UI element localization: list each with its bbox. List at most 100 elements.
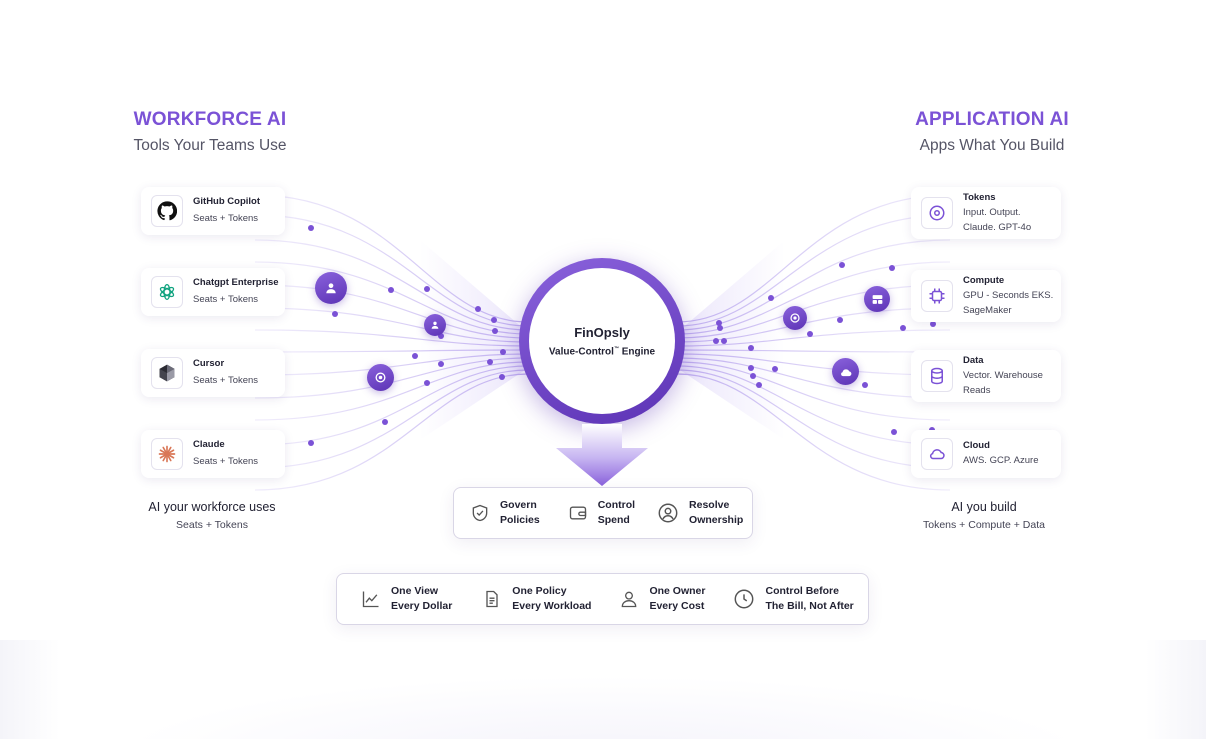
workforce-footer-subtitle: Seats + Tokens <box>176 519 248 531</box>
application-footer: AI you build Tokens + Compute + Data <box>884 500 1084 531</box>
flow-dot <box>492 328 498 334</box>
flow-dot <box>713 338 719 344</box>
user-circle-icon <box>658 503 678 523</box>
connection-line <box>254 369 529 469</box>
card-title: Compute <box>963 274 1005 286</box>
card-compute[interactable]: Compute GPU - Seconds EKS. SageMaker <box>911 270 1061 322</box>
benefit-line-2: Every Workload <box>512 600 592 612</box>
flow-dot <box>750 373 756 379</box>
flow-dot <box>930 321 936 327</box>
flow-dot <box>308 225 314 231</box>
flow-dot <box>438 361 444 367</box>
shield-check-icon <box>472 504 488 522</box>
connection-line <box>676 239 951 331</box>
connection-line <box>254 194 529 323</box>
wallet-icon <box>569 506 586 520</box>
benefit-line-1: Control Before <box>765 585 839 597</box>
user-bubble-icon <box>315 272 347 304</box>
flow-dot <box>891 429 897 435</box>
card-detail-1: AWS. GCP. Azure <box>963 455 1039 466</box>
engine-subtitle-suffix: Engine <box>618 346 656 358</box>
background-corner-right <box>1146 640 1206 739</box>
application-subtitle: Apps What You Build <box>919 137 1065 154</box>
cursor-icon <box>151 357 183 389</box>
flow-dot <box>332 311 338 317</box>
connection-line <box>676 194 951 323</box>
card-cloud[interactable]: Cloud AWS. GCP. Azure <box>911 430 1061 478</box>
document-icon <box>486 590 498 608</box>
disc-icon <box>921 197 953 229</box>
card-github-copilot[interactable]: GitHub Copilot Seats + Tokens <box>141 187 285 235</box>
user-icon <box>622 591 637 608</box>
connection-line <box>676 357 951 399</box>
card-claude[interactable]: Claude Seats + Tokens <box>141 430 285 478</box>
flow-dot <box>412 353 418 359</box>
flow-dot <box>889 265 895 271</box>
connection-line <box>254 365 529 446</box>
connection-line <box>676 369 951 469</box>
token-bubble-right-icon <box>783 306 807 330</box>
flow-dot <box>499 374 505 380</box>
trademark-mark: ™ <box>613 345 619 352</box>
flow-dot <box>772 366 778 372</box>
action-line-1: Govern <box>500 499 537 511</box>
flow-dot <box>756 382 762 388</box>
connection-line <box>676 261 951 335</box>
workforce-subtitle: Tools Your Teams Use <box>133 137 287 154</box>
flow-dot <box>721 338 727 344</box>
dot-group <box>308 225 936 446</box>
card-chatgpt-enterprise[interactable]: Chatgpt Enterprise Seats + Tokens <box>141 268 285 316</box>
flow-dot <box>900 325 906 331</box>
server-bubble-icon <box>864 286 890 312</box>
connection-line <box>254 239 529 331</box>
card-data[interactable]: Data Vector. Warehouse Reads <box>911 350 1061 402</box>
connection-line <box>254 373 529 491</box>
flow-dot <box>500 349 506 355</box>
benefit-line-2: Every Cost <box>649 600 705 612</box>
card-tokens[interactable]: Tokens Input. Output. Claude. GPT-4o <box>911 187 1061 239</box>
card-detail: Seats + Tokens <box>193 375 259 386</box>
card-detail-1: Input. Output. <box>963 206 1021 218</box>
card-title: Tokens <box>963 191 996 203</box>
chip-icon <box>921 280 953 312</box>
action-line-2: Ownership <box>689 514 744 526</box>
workforce-footer: AI your workforce uses Seats + Tokens <box>112 500 312 531</box>
workforce-heading: WORKFORCE AI Tools Your Teams Use <box>110 109 310 155</box>
flow-dot <box>862 382 868 388</box>
github-icon <box>151 195 183 227</box>
database-icon <box>921 360 953 392</box>
card-title: GitHub Copilot <box>193 196 261 207</box>
card-detail-2: Claude. GPT-4o <box>963 221 1032 233</box>
engine-label: FinOpsly Value-Control™ Engine <box>529 268 675 414</box>
flow-dot <box>716 320 722 326</box>
card-cursor[interactable]: Cursor Seats + Tokens <box>141 349 285 397</box>
flow-dot <box>424 286 430 292</box>
flow-dot <box>308 440 314 446</box>
flow-dot <box>487 359 493 365</box>
card-title: Cursor <box>193 358 225 369</box>
benefit-line-2: Every Dollar <box>391 600 453 612</box>
flow-dot <box>382 419 388 425</box>
flow-dot <box>748 345 754 351</box>
finopsly-engine[interactable]: FinOpsly Value-Control™ Engine <box>519 258 685 424</box>
workforce-footer-title: AI your workforce uses <box>148 500 276 514</box>
flow-dot <box>388 287 394 293</box>
flow-dot <box>837 317 843 323</box>
card-title: Data <box>963 354 984 366</box>
card-detail: Seats + Tokens <box>193 456 259 467</box>
fan-left <box>420 240 525 440</box>
application-heading: APPLICATION AI Apps What You Build <box>892 109 1092 155</box>
action-line-1: Resolve <box>689 499 730 511</box>
connection-line <box>254 353 529 376</box>
connection-line <box>254 307 529 343</box>
connection-line <box>676 373 951 491</box>
connection-line <box>254 284 529 339</box>
